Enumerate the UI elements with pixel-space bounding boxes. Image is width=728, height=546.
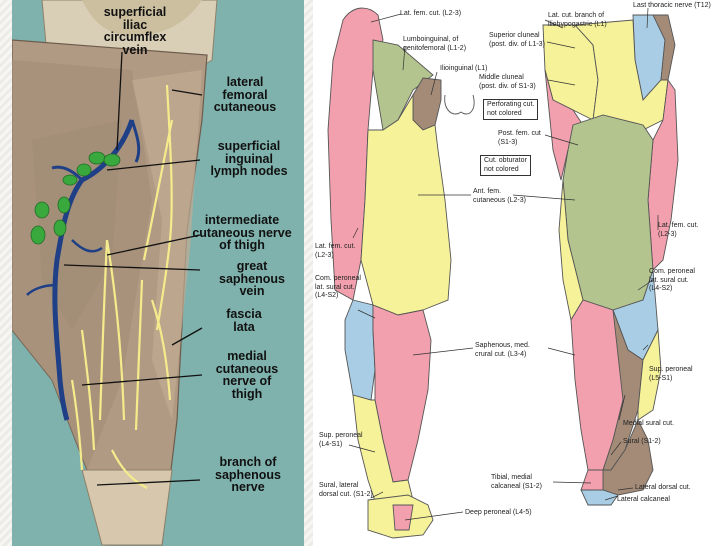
label-last-thoracic-nerve: Last thoracic nerve (T12) <box>633 2 711 9</box>
region-com-peroneal-anterior <box>344 299 376 401</box>
label-post-fem-cut: Post. fem. cut (S1-3) <box>498 130 541 146</box>
label-lateral-calcaneal: Lateral calcaneal <box>617 496 670 503</box>
label-fascia-lata: fascia lata <box>226 307 262 334</box>
label-ant-fem-cutaneous: Ant. fem. cutaneous (L2-3) <box>473 188 526 204</box>
label-ilioinguinal: Ilioinguinal (L1) <box>440 65 488 72</box>
label-sup-peroneal-left: Sup. peroneal (L4-S1) <box>319 432 363 448</box>
region-ant-fem-cutaneous <box>360 93 452 316</box>
label-perforating-cut: Perforating cut. not colored <box>483 99 539 120</box>
region-sup-peroneal-anterior <box>352 394 414 511</box>
label-sural: Sural (S1-2) <box>623 438 661 445</box>
label-intermediate-cutaneous-nerve: intermediate cutaneous nerve of thigh <box>192 213 292 252</box>
dermatome-diagram <box>327 7 679 539</box>
label-sup-peroneal-right: Sup. peroneal (L5-S1) <box>649 366 693 382</box>
label-com-peroneal-left: Com. peroneal lat. sural cut. (L4-S2) <box>315 275 361 299</box>
saphenous-vein <box>52 119 135 421</box>
label-lateral-femoral-cutaneous: lateral femoral cutaneous <box>213 75 277 114</box>
label-branch-of-saphenous-nerve: branch of saphenous nerve <box>215 455 281 494</box>
label-superficial-inguinal-lymph-nodes: superficial inguinal lymph nodes <box>210 139 288 178</box>
region-lat-fem-cut-anterior <box>327 7 384 301</box>
label-com-peroneal-right: Com. peroneal lat. sural cut. (L4-S2) <box>649 268 695 292</box>
label-lat-fem-cut-left: Lat. fem. cut. (L2-3) <box>315 243 356 259</box>
label-lat-cut-branch-iliohypogastric: Lat. cut. branch of iliohypogastric (L1) <box>548 12 607 28</box>
label-lateral-dorsal-cut: Lateral dorsal cut. <box>635 484 691 491</box>
region-lumboinguinal <box>372 39 434 131</box>
region-lat-fem-cut-posterior <box>647 78 679 272</box>
label-middle-cluneal: Middle cluneal (post. div. of S1-3) <box>479 74 536 90</box>
label-lumboinguinal: Lumboinguinal, of genitofemoral (L1-2) <box>403 36 467 52</box>
label-medial-cutaneous-nerve: medial cutaneous nerve of thigh <box>215 349 279 401</box>
dermatome-panel: Lat. fem. cut. (L2-3) Lat. cut. branch o… <box>313 0 728 546</box>
label-medial-sural: Medial sural cut. <box>623 420 674 427</box>
label-lat-fem-cut-top: Lat. fem. cut. (L2-3) <box>400 10 462 17</box>
label-deep-peroneal: Deep peroneal (L4-5) <box>465 509 532 516</box>
label-cut-obturator: Cut. obturator not colored <box>480 155 531 176</box>
label-superior-cluneal: Superior cluneal (post. div. of L1-3) <box>489 32 545 48</box>
label-superficial-iliac-circumflex-vein: superficial iliac circumflex vein <box>103 5 167 57</box>
dissection-illustration <box>12 0 218 546</box>
lymph-nodes <box>30 151 121 245</box>
label-great-saphenous-vein: great saphenous vein <box>219 259 285 298</box>
leader-lines <box>63 51 203 486</box>
label-lat-fem-cut-right: Lat. fem. cut. (L2-3) <box>658 222 699 238</box>
label-tibial-medial-calcaneal: Tibial, medial calcaneal (S1-2) <box>491 474 542 490</box>
diagram-leader-lines <box>348 7 659 521</box>
label-sural-lateral-dorsal: Sural, lateral dorsal cut. (S1-2) <box>319 482 373 498</box>
region-lateral-calcaneal <box>580 489 619 506</box>
cutaneous-nerves <box>70 84 174 489</box>
label-saphenous: Saphenous, med. crural cut. (L3-4) <box>475 342 530 358</box>
region-deep-peroneal <box>392 504 414 531</box>
region-sup-peroneal-posterior <box>637 328 662 421</box>
dissection-panel: superficial iliac circumflex vein latera… <box>12 0 304 546</box>
